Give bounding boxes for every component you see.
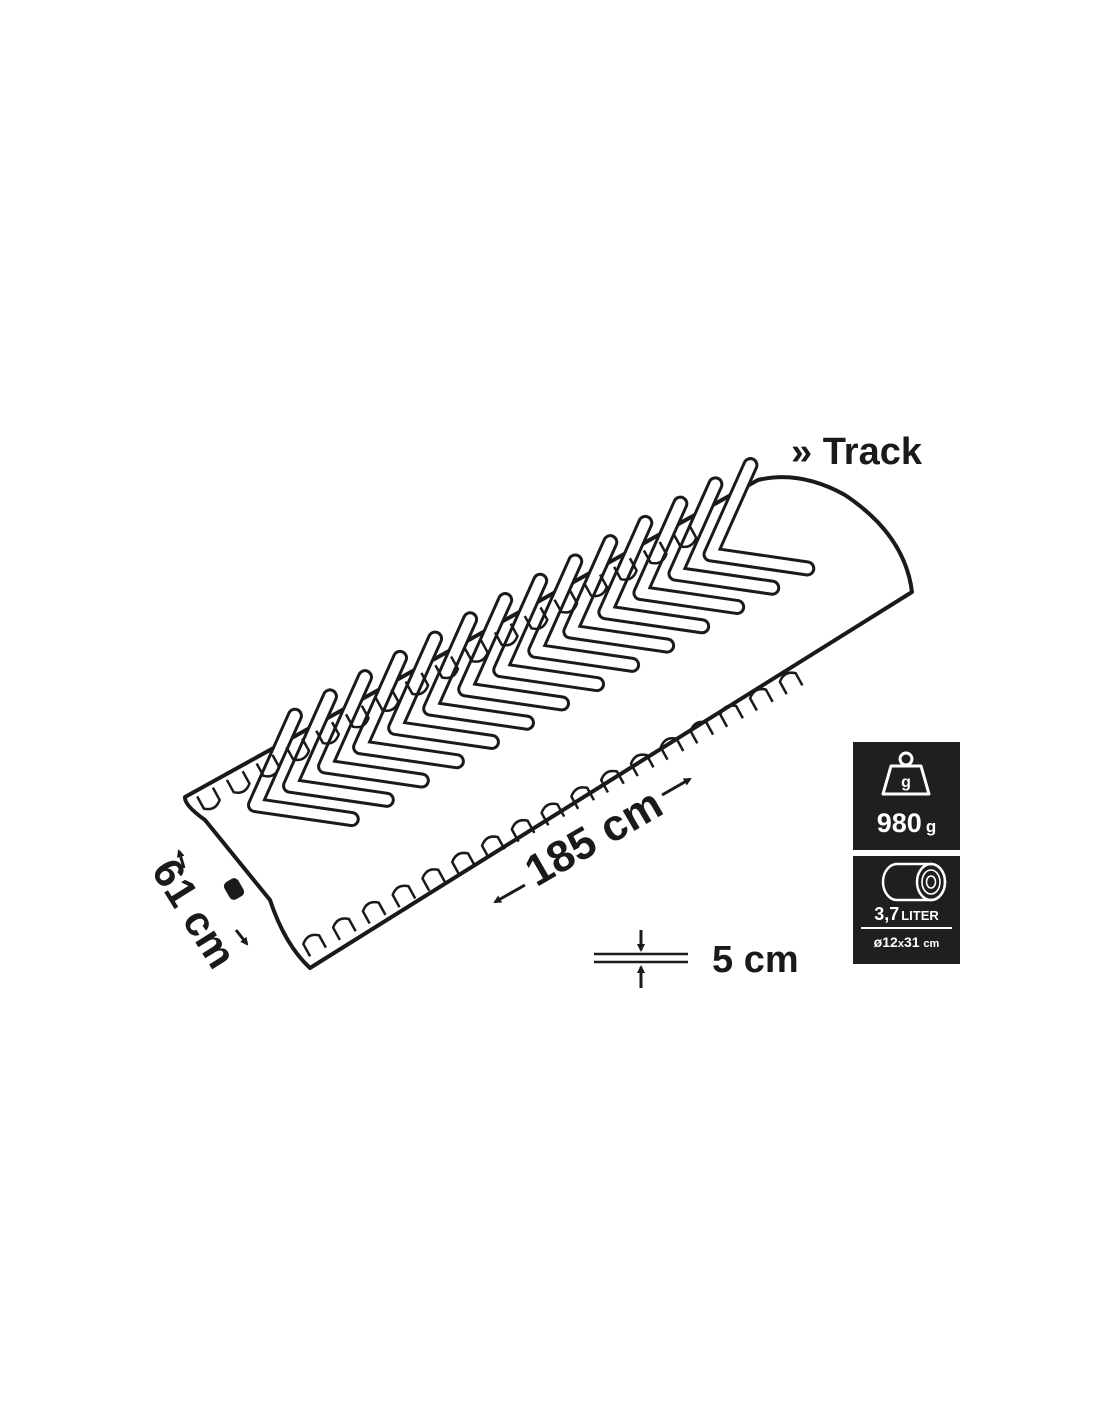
edge-tab <box>404 672 430 696</box>
edge-tab <box>225 770 251 794</box>
edge-tab <box>599 769 625 794</box>
chevron-inner <box>355 652 462 767</box>
edge-tab <box>718 704 744 728</box>
chevron-inner <box>600 517 708 632</box>
edge-tab <box>612 557 638 581</box>
rolled-mat-icon <box>853 856 960 916</box>
dimension-arrow-icon <box>234 929 249 946</box>
edge-tab <box>642 541 668 565</box>
weight-icon-letter: g <box>901 774 911 791</box>
chevron-inner <box>670 479 778 593</box>
dimension-arrow-icon <box>493 883 526 904</box>
dimension-arrow-icon <box>661 777 692 797</box>
edge-tab <box>196 787 221 811</box>
edge-tab <box>331 917 357 941</box>
edge-tab <box>464 639 490 663</box>
edge-tab <box>315 721 341 745</box>
chevron-inner <box>635 498 743 613</box>
edge-tab <box>344 705 370 729</box>
edge-tab <box>450 851 476 876</box>
edge-tab <box>570 786 596 810</box>
chevron-inner <box>425 614 532 728</box>
edge-tab <box>374 688 400 712</box>
chevron-inner <box>495 575 603 690</box>
height-dimension: 5 cm <box>594 930 799 988</box>
width-label: 61 cm <box>143 850 246 976</box>
edge-tab <box>302 933 327 957</box>
chevron-inner <box>530 556 638 670</box>
chevron-inner <box>460 595 568 709</box>
chevron-inner <box>390 633 497 747</box>
pack-dimensions: ø12x31 cm <box>873 934 940 950</box>
dimension-arrow-icon <box>176 849 186 869</box>
edge-tab <box>778 671 804 695</box>
pad-edge-tabs <box>196 524 804 957</box>
chevron-inner <box>250 710 357 825</box>
edge-tab <box>493 623 519 647</box>
edge-tab <box>480 835 506 859</box>
chevron-inner <box>565 537 673 651</box>
chevron-inner <box>285 691 392 805</box>
edge-tab <box>434 655 460 680</box>
width-dimension: 61 cm <box>143 849 249 976</box>
edge-tab <box>523 606 549 631</box>
edge-tab <box>748 687 774 712</box>
edge-tab <box>672 524 698 549</box>
edge-tab <box>361 900 387 925</box>
edge-tab <box>659 737 685 761</box>
edge-tab <box>689 720 715 744</box>
valve-icon <box>223 878 245 900</box>
edge-tab <box>285 737 311 762</box>
chevron-inner <box>320 672 427 786</box>
product-title: » Track <box>791 431 923 473</box>
edge-tab <box>553 590 579 614</box>
edge-tab <box>510 818 536 843</box>
edge-tab <box>629 753 655 777</box>
edge-tab <box>421 868 447 892</box>
height-label: 5 cm <box>712 939 799 981</box>
edge-tab <box>255 754 281 778</box>
weight-icon: g <box>853 742 960 802</box>
edge-tab <box>583 574 609 598</box>
edge-tab <box>540 802 566 826</box>
edge-tab <box>391 884 417 908</box>
pad-chevron-pattern <box>247 457 816 828</box>
chevron-inner <box>705 460 813 574</box>
